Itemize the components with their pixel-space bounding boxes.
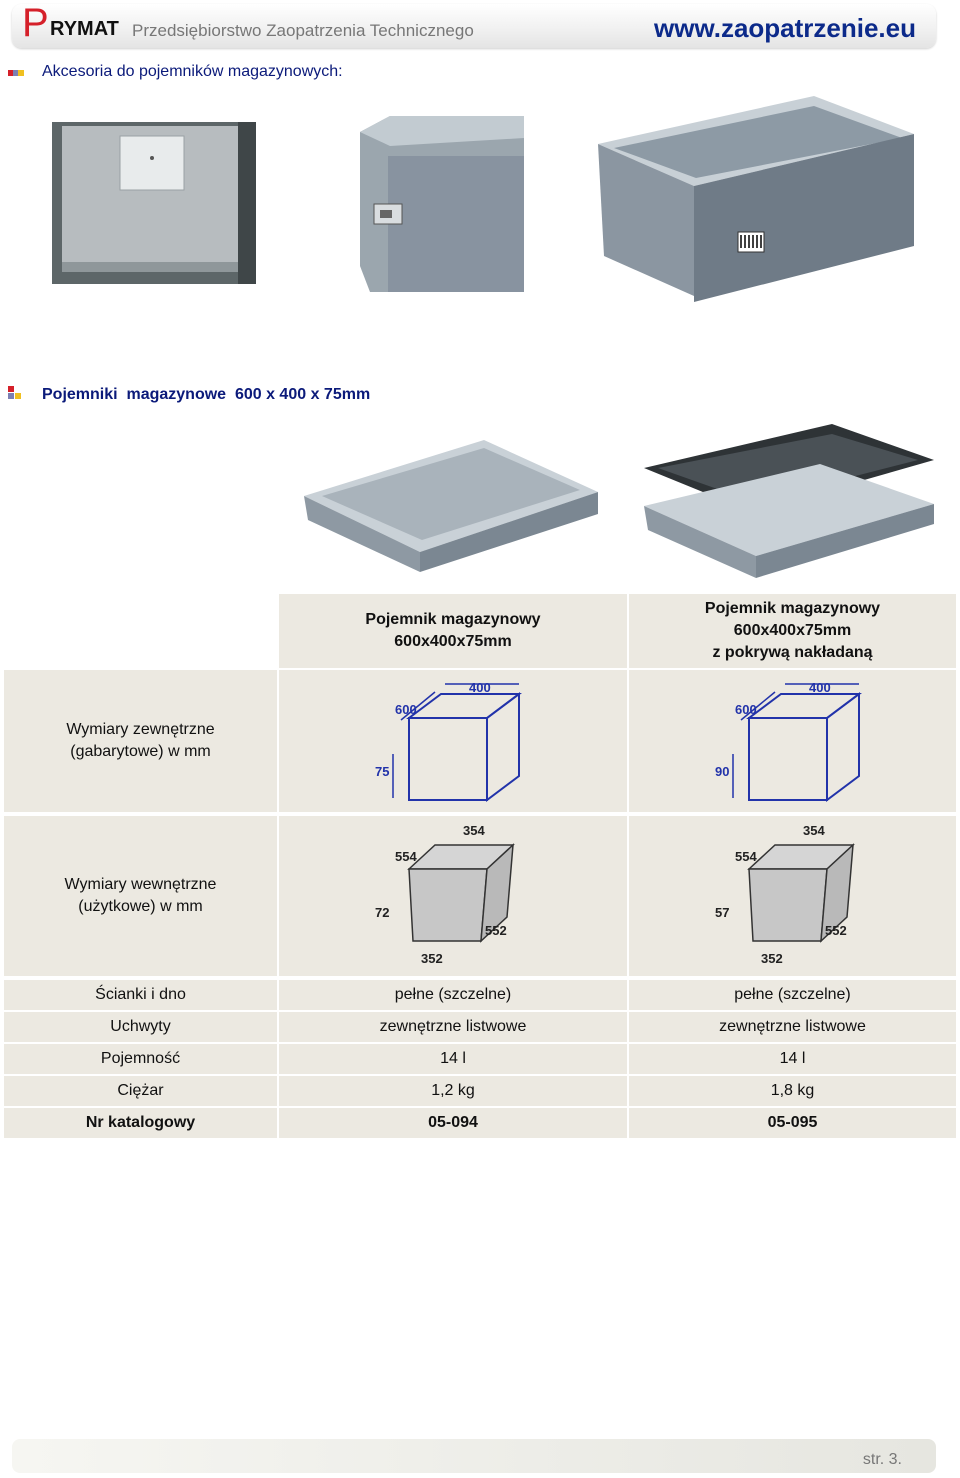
column-title-line: z pokrywą nakładaną [712, 644, 873, 661]
column-title-line: Pojemnik magazynowy [365, 611, 541, 628]
column-title-line: 600x400x75mm [394, 633, 512, 650]
inner-dimensions-cell: 554 354 57 352 552 [629, 816, 956, 976]
dim-length-label: 600 [735, 702, 757, 717]
catalog-number: 05-095 [629, 1108, 956, 1138]
dim-height-label: 57 [715, 905, 729, 920]
table-cell: 1,8 kg [629, 1076, 956, 1106]
section-bullet-icon [8, 386, 24, 400]
column-title-line: Pojemnik magazynowy [704, 600, 881, 617]
row-label-line: Wymiary zewnętrzne [66, 721, 215, 738]
inner-dimensions-diagram: 554 354 72 352 552 [375, 823, 515, 966]
row-label: Wymiary wewnętrzne (użytkowe) w mm [4, 816, 277, 976]
section-title-accessories: Akcesoria do pojemników magazynowych: [42, 63, 343, 80]
website-link[interactable]: www.zaopatrzenie.eu [654, 13, 916, 43]
row-label-line: Wymiary wewnętrzne [64, 876, 217, 893]
row-label: Pojemność [4, 1044, 277, 1074]
page-header: P RYMAT Przedsiębiorstwo Zaopatrzenia Te… [12, 1, 936, 48]
dim-top-width-label: 354 [803, 823, 825, 838]
page-footer: str. 3. [12, 1439, 936, 1473]
page-number: str. 3. [862, 1451, 902, 1468]
dim-width-label: 400 [469, 680, 491, 695]
dim-bottom-width-label: 352 [761, 951, 783, 966]
row-label: Ścianki i dno [4, 980, 277, 1010]
large-crate-photo [598, 96, 914, 302]
table-cell: 1,2 kg [279, 1076, 627, 1106]
column-header: Pojemnik magazynowy 600x400x75mm z pokry… [629, 594, 956, 668]
dim-bottom-length-label: 552 [825, 923, 847, 938]
dim-bottom-width-label: 352 [421, 951, 443, 966]
dim-height-label: 75 [375, 764, 389, 779]
company-tagline: Przedsiębiorstwo Zaopatrzenia Techniczne… [132, 21, 474, 40]
dim-height-label: 90 [715, 764, 729, 779]
row-label: Wymiary zewnętrzne (gabarytowe) w mm [4, 670, 277, 812]
dim-width-label: 400 [809, 680, 831, 695]
table-cell: pełne (szczelne) [629, 980, 956, 1010]
dim-top-width-label: 354 [463, 823, 485, 838]
dim-top-length-label: 554 [735, 849, 757, 864]
inner-dimensions-diagram: 554 354 57 352 552 [715, 823, 855, 966]
row-label: Ciężar [4, 1076, 277, 1106]
outer-dimensions-cell: 600 400 90 [629, 670, 956, 812]
table-cell: zewnętrzne listwowe [279, 1012, 627, 1042]
row-label-line: (użytkowe) w mm [78, 898, 203, 915]
container-photo [304, 440, 598, 572]
column-title-line: 600x400x75mm [733, 622, 852, 639]
table-cell: 14 l [279, 1044, 627, 1074]
dim-top-length-label: 554 [395, 849, 417, 864]
table-cell: 14 l [629, 1044, 956, 1074]
inner-dimensions-cell: 554 354 72 352 552 [279, 816, 627, 976]
logo-letter: P [22, 1, 49, 45]
section-title-containers: Pojemniki magazynowe 600 x 400 x 75mm [42, 386, 371, 403]
label-holder-photo [52, 122, 256, 284]
dim-length-label: 600 [395, 702, 417, 717]
container-with-lid-photo [644, 424, 934, 578]
row-label: Nr katalogowy [4, 1108, 277, 1138]
section-bullet-icon [8, 66, 24, 80]
table-cell: zewnętrzne listwowe [629, 1012, 956, 1042]
outer-dimensions-diagram: 600 400 75 [375, 680, 522, 802]
outer-dimensions-cell: 600 400 75 [279, 670, 627, 812]
logo-text: RYMAT [50, 18, 119, 40]
row-label-line: (gabarytowe) w mm [70, 743, 211, 760]
column-header: Pojemnik magazynowy 600x400x75mm [279, 594, 627, 668]
dim-height-label: 72 [375, 905, 389, 920]
table-cell: pełne (szczelne) [279, 980, 627, 1010]
outer-dimensions-diagram: 600 400 90 [715, 680, 862, 802]
dim-bottom-length-label: 552 [485, 923, 507, 938]
crate-handle-photo [360, 116, 524, 292]
row-label: Uchwyty [4, 1012, 277, 1042]
catalog-number: 05-094 [279, 1108, 627, 1138]
